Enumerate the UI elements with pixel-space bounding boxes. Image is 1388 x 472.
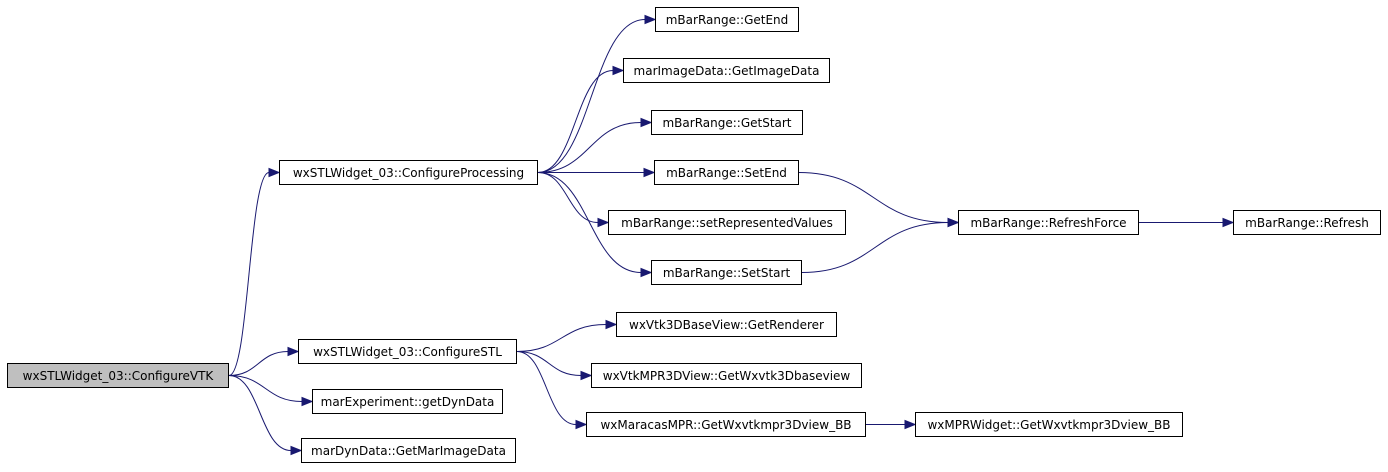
node-set-represented-values[interactable]: mBarRange::setRepresentedValues	[608, 210, 846, 235]
edge-configure_vtk-to-get_mar_image_data	[228, 375, 292, 451]
node-mprwidget-get-wxvtkmpr3dview-bb[interactable]: wxMPRWidget::GetWxvtkmpr3Dview_BB	[915, 412, 1183, 437]
node-get-renderer[interactable]: wxVtk3DBaseView::GetRenderer	[616, 312, 837, 337]
node-set-start[interactable]: mBarRange::SetStart	[651, 260, 802, 285]
edge-configure_vtk-to-configure_stl	[228, 351, 289, 376]
edge-configure_processing-to-get_end	[537, 19, 646, 173]
edge-configure_processing-to-set_represented_values	[537, 172, 599, 223]
node-get-mar-image-data[interactable]: marDynData::GetMarImageData	[301, 438, 516, 463]
arrowhead-get_wxvtk3dbaseview	[580, 370, 593, 381]
arrowhead-get_mar_image_data	[290, 445, 303, 456]
arrowhead-get_renderer	[605, 319, 618, 330]
arrowhead-set_start	[640, 267, 653, 278]
arrowhead-configure_processing	[268, 167, 281, 178]
node-get-dyn-data[interactable]: marExperiment::getDynData	[312, 389, 503, 414]
edge-configure_stl-to-get_renderer	[516, 324, 607, 352]
arrowhead-mprwidget_get_wxvtkmpr3dview_bb	[904, 419, 917, 430]
node-get-image-data[interactable]: marImageData::GetImageData	[623, 58, 830, 83]
node-configure-processing[interactable]: wxSTLWidget_03::ConfigureProcessing	[279, 160, 538, 185]
arrowhead-get_image_data	[612, 65, 625, 76]
arrowhead-get_start	[640, 117, 653, 128]
node-get-wxvtk3dbaseview[interactable]: wxVtkMPR3DView::GetWxvtk3Dbaseview	[591, 363, 862, 388]
node-configure-stl[interactable]: wxSTLWidget_03::ConfigureSTL	[298, 339, 517, 364]
arrowhead-get_dyn_data	[301, 396, 314, 407]
edge-configure_processing-to-get_start	[537, 122, 642, 173]
edge-configure_processing-to-get_image_data	[537, 70, 614, 173]
node-get-end[interactable]: mBarRange::GetEnd	[655, 7, 799, 32]
edge-configure_stl-to-maracas_get_wxvtkmpr3dview_bb	[516, 351, 577, 425]
arrowhead-configure_stl	[287, 346, 300, 357]
arrowhead-set_end	[643, 167, 656, 178]
edge-set_start-to-refresh_force	[801, 222, 949, 273]
arrowhead-refresh_force	[947, 217, 960, 228]
arrowhead-maracas_get_wxvtkmpr3dview_bb	[575, 419, 588, 430]
node-set-end[interactable]: mBarRange::SetEnd	[654, 160, 799, 185]
arrowhead-get_end	[644, 14, 657, 25]
node-refresh-force[interactable]: mBarRange::RefreshForce	[958, 210, 1139, 235]
node-configure-vtk[interactable]: wxSTLWidget_03::ConfigureVTK	[7, 363, 229, 388]
node-maracas-get-wxvtkmpr3dview-bb[interactable]: wxMaracasMPR::GetWxvtkmpr3Dview_BB	[586, 412, 866, 437]
edge-configure_stl-to-get_wxvtk3dbaseview	[516, 351, 582, 376]
arrowhead-set_represented_values	[597, 217, 610, 228]
node-refresh[interactable]: mBarRange::Refresh	[1233, 210, 1381, 235]
node-get-start[interactable]: mBarRange::GetStart	[651, 110, 803, 135]
arrowhead-refresh	[1222, 217, 1235, 228]
edge-configure_processing-to-set_start	[537, 172, 642, 273]
edge-configure_vtk-to-get_dyn_data	[228, 375, 303, 402]
edge-set_end-to-refresh_force	[798, 172, 949, 223]
edge-configure_vtk-to-configure_processing	[228, 172, 270, 376]
